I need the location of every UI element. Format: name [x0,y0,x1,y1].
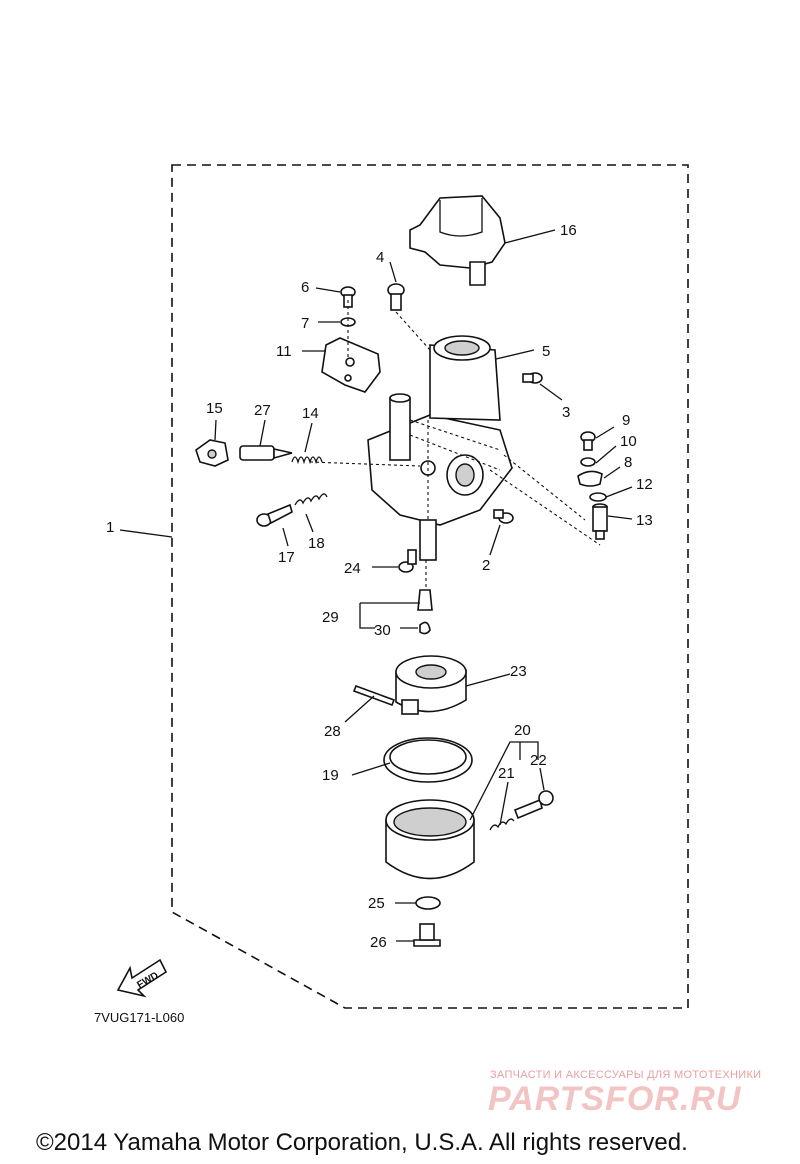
callout-11: 11 [276,343,292,360]
part-28-pin [352,684,396,707]
part-4-screw [387,283,405,311]
callout-30: 30 [374,622,391,639]
callout-26: 26 [370,934,387,951]
part-2-screw [493,509,514,524]
part-24-screw [398,549,417,573]
part-3-screw [522,372,543,384]
callout-16: 16 [560,222,577,239]
callout-14: 14 [302,405,319,422]
diagram-code: 7VUG171-L060 [94,1010,185,1025]
callout-17: 17 [278,549,295,566]
callout-6: 6 [301,279,309,296]
callout-7: 7 [301,315,309,332]
callout-25: 25 [368,895,385,912]
part-23-float [395,655,467,715]
part-8-clamp [577,470,603,487]
callout-4: 4 [376,249,384,266]
part-12-o-ring [589,492,607,502]
fwd-arrow-icon: FWD [116,958,168,998]
callout-21: 21 [498,765,515,782]
part-18-spring [294,493,328,506]
callout-19: 19 [322,767,339,784]
part-21-spring [489,818,515,831]
assembly-boundary [171,164,689,1009]
part-17-screw [256,503,293,527]
callout-18: 18 [308,535,325,552]
part-22-screw [513,790,554,820]
callout-23: 23 [510,663,527,680]
carburetor-body [367,335,513,561]
part-19-gasket [383,737,473,783]
part-26-drain-screw [413,923,441,947]
callout-2: 2 [482,557,490,574]
watermark-tagline: ЗАПЧАСТИ И АКСЕССУАРЫ ДЛЯ МОТОТЕХНИКИ [490,1069,762,1081]
callout-24: 24 [344,560,361,577]
part-14-spring [291,456,323,465]
callout-15: 15 [206,400,223,417]
callout-12: 12 [636,476,653,493]
part-25-gasket [415,896,441,910]
callout-8: 8 [624,454,632,471]
watermark-logo: PARTSFOR.RU [488,1080,742,1118]
callout-1: 1 [106,519,114,536]
part-30-clip [419,621,431,635]
callout-22: 22 [530,752,547,769]
part-29-jet [417,589,433,611]
callout-29: 29 [322,609,339,626]
callout-27: 27 [254,402,271,419]
callout-3: 3 [562,404,570,421]
callout-numbers: 1 2 3 4 5 6 7 8 9 10 11 12 13 14 15 16 1… [106,222,653,951]
callout-28: 28 [324,723,341,740]
callout-5: 5 [542,343,550,360]
part-16-cap [409,195,506,286]
part-6-screw [340,286,356,308]
callout-10: 10 [620,433,637,450]
leader-lines [119,229,633,942]
callout-13: 13 [636,512,653,529]
part-13-fitting [592,503,608,540]
copyright-notice: ©2014 Yamaha Motor Corporation, U.S.A. A… [36,1129,688,1156]
part-10-washer [580,457,596,467]
part-27-screw [239,445,293,461]
part-15-cap [195,439,229,467]
part-9-screw [580,431,596,451]
callout-20: 20 [514,722,531,739]
callout-9: 9 [622,412,630,429]
float-bowl [385,799,475,880]
